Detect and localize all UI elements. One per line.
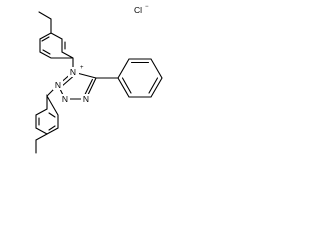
atom-labels: Cl − N + N N N [53,4,149,104]
phenyl-ring [117,58,163,98]
aryl-top-double-2 [41,36,50,42]
atom-n3: N [60,94,70,104]
chloride-ion: Cl − [134,4,149,15]
atom-n2: N [53,80,63,90]
atom-n2-symbol: N [55,80,61,90]
chloride-charge: − [145,4,149,10]
bond-bottom-ethyl-1 [35,133,48,141]
aryl-ring-top [39,32,74,59]
atom-n1-charge: + [80,65,84,71]
aryl-bottom-double-3 [48,112,56,118]
atom-n3-symbol: N [62,94,68,104]
phenyl-double-2 [148,77,159,94]
aryl-ring-bottom [35,93,59,135]
bond-c5-n4-double [83,78,93,98]
atom-n4-symbol: N [83,94,89,104]
bond-n2-n1-double [60,76,74,88]
bond-top-ethyl-2 [38,11,52,20]
aryl-top-double-3 [42,49,51,55]
aryl-bottom-double-2 [48,125,56,131]
chloride-symbol: Cl [134,5,142,15]
atom-n4: N [81,94,91,104]
chemical-structure: Cl − N + N N N [35,4,163,154]
atom-n1: N + [68,65,84,77]
atom-n1-symbol: N [70,67,76,77]
phenyl-double-3 [121,77,132,94]
